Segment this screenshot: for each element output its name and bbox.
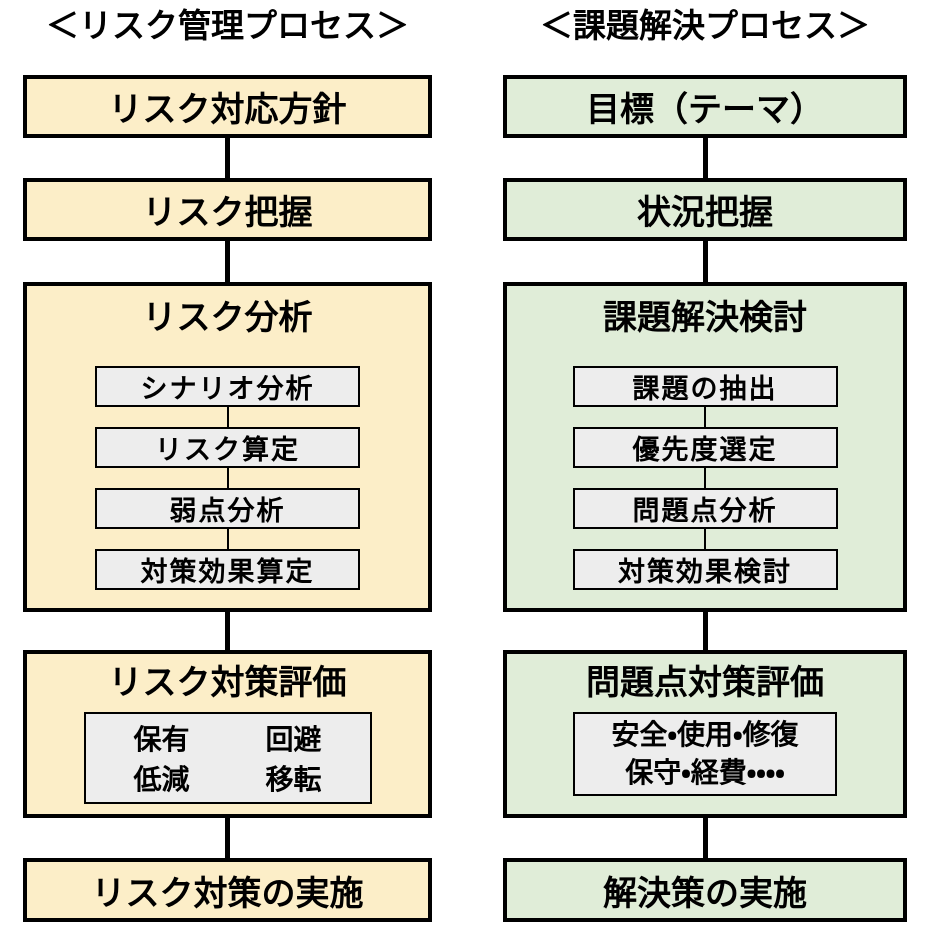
left-step-risk-policy: リスク対応方針 [23, 75, 432, 138]
right-connector-4 [702, 818, 708, 858]
risk-management-column: ＜リスク管理プロセス＞ リスク対応方針 リスク把握 リスク分析 シナリオ分析 リ… [23, 0, 432, 922]
substep-problem-point-analysis: 問題点分析 [572, 488, 838, 529]
substep-risk-calculation: リスク算定 [95, 427, 360, 468]
option-retention: 保有 [133, 724, 190, 755]
left-sub-connector-2 [226, 468, 229, 488]
right-connector-3 [702, 612, 708, 650]
left-analysis-substeps: シナリオ分析 リスク算定 弱点分析 対策効果算定 [95, 366, 360, 590]
right-evaluation-criteria: 安全・使用・修復 保守・経費・・・・ [573, 712, 837, 796]
criteria-line-maintenance-cost: 保守・経費・・・・ [625, 757, 785, 788]
substep-weakness-analysis: 弱点分析 [95, 488, 360, 529]
substep-priority-selection: 優先度選定 [572, 427, 838, 468]
right-step-situation-grasp: 状況把握 [503, 178, 907, 241]
substep-countermeasure-effect-study: 対策効果検討 [572, 549, 838, 590]
left-step-countermeasure-evaluation: リスク対策評価 保有 回避 低減 移転 [23, 650, 432, 818]
left-connector-4 [225, 818, 230, 858]
criteria-line-safety-use-repair: 安全・使用・修復 [611, 719, 799, 750]
left-evaluation-title: リスク対策評価 [108, 664, 347, 702]
left-sub-connector-1 [226, 407, 229, 427]
option-transfer: 移転 [265, 764, 322, 795]
right-connector-2 [702, 241, 708, 282]
right-connector-1 [702, 138, 708, 178]
right-step-goal-theme: 目標（テーマ） [503, 75, 907, 138]
left-step-risk-grasp-label: リスク把握 [142, 194, 313, 232]
left-evaluation-options: 保有 回避 低減 移転 [83, 712, 372, 804]
right-study-title: 課題解決検討 [603, 299, 807, 337]
left-connector-1 [225, 138, 230, 178]
right-study-substeps: 課題の抽出 優先度選定 問題点分析 対策効果検討 [572, 366, 838, 590]
right-process-title: ＜課題解決プロセス＞ [540, 7, 870, 44]
right-sub-connector-1 [704, 407, 706, 427]
right-step-problem-countermeasure-evaluation: 問題点対策評価 安全・使用・修復 保守・経費・・・・ [503, 650, 907, 818]
substep-scenario-analysis: シナリオ分析 [95, 366, 360, 407]
substep-countermeasure-effect-calculation: 対策効果算定 [95, 549, 360, 590]
right-step-goal-theme-label: 目標（テーマ） [586, 91, 824, 129]
right-sub-connector-2 [704, 468, 706, 488]
left-connector-2 [225, 241, 230, 282]
problem-solving-column: ＜課題解決プロセス＞ 目標（テーマ） 状況把握 課題解決検討 課題の抽出 優先度… [503, 0, 907, 922]
option-avoidance: 回避 [265, 724, 322, 755]
left-process-title: ＜リスク管理プロセス＞ [46, 7, 409, 44]
left-risk-analysis-title: リスク分析 [142, 299, 313, 337]
left-step-risk-policy-label: リスク対応方針 [108, 91, 347, 129]
left-step-implementation-label: リスク対策の実施 [91, 874, 364, 913]
right-sub-connector-3 [704, 529, 706, 549]
substep-issue-extraction: 課題の抽出 [572, 366, 838, 407]
option-reduction: 低減 [133, 764, 190, 795]
left-sub-connector-3 [226, 529, 229, 549]
right-step-situation-grasp-label: 状況把握 [637, 194, 773, 232]
right-step-solution-implementation-label: 解決策の実施 [603, 874, 807, 913]
right-step-solution-implementation: 解決策の実施 [503, 858, 907, 922]
left-step-risk-grasp: リスク把握 [23, 178, 432, 241]
left-connector-3 [225, 612, 230, 650]
right-evaluation-title: 問題点対策評価 [586, 664, 824, 702]
left-step-risk-analysis: リスク分析 シナリオ分析 リスク算定 弱点分析 対策効果算定 [23, 282, 432, 612]
right-step-problem-solving-study: 課題解決検討 課題の抽出 優先度選定 問題点分析 対策効果検討 [503, 282, 907, 612]
left-step-implementation: リスク対策の実施 [23, 858, 432, 922]
